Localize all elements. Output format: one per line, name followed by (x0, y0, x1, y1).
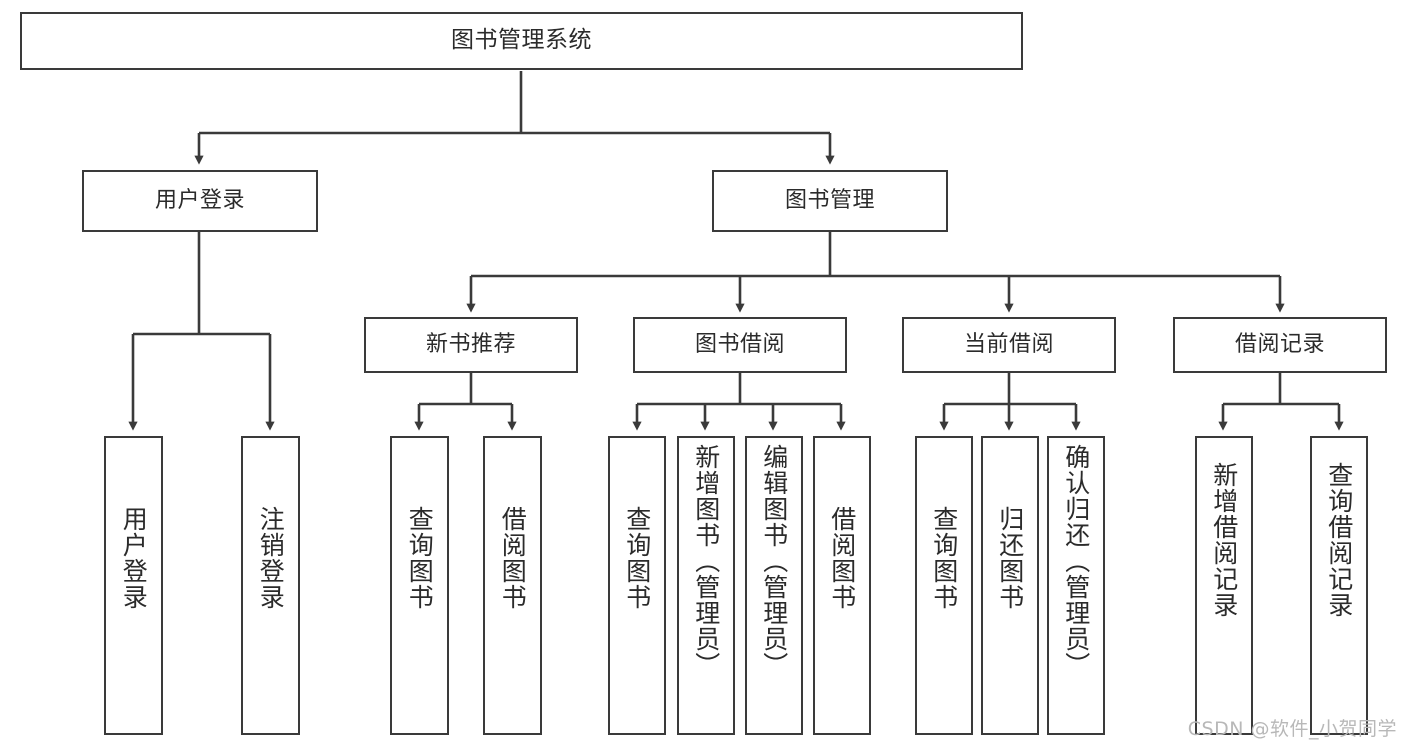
leaf-borrow-query-label: 查询图书 (622, 506, 652, 610)
leaf-borrow-edit-label: 编辑图书（管理员） (759, 444, 789, 678)
leaf-cur-return[interactable]: 归还图书 (981, 436, 1039, 735)
leaf-user-login[interactable]: 用户登录 (104, 436, 163, 735)
leaf-borrow-lend-label: 借阅图书 (827, 506, 857, 610)
node-borrow-record[interactable]: 借阅记录 (1173, 317, 1387, 373)
node-new-book-rec-label: 新书推荐 (425, 331, 516, 357)
node-book-borrow-label: 图书借阅 (694, 331, 785, 357)
node-user-login[interactable]: 用户登录 (82, 170, 318, 232)
leaf-rec-borrow[interactable]: 借阅图书 (483, 436, 542, 735)
node-new-book-rec[interactable]: 新书推荐 (364, 317, 578, 373)
leaf-borrow-add[interactable]: 新增图书（管理员） (677, 436, 735, 735)
node-book-manage[interactable]: 图书管理 (712, 170, 948, 232)
leaf-rec-query[interactable]: 查询图书 (390, 436, 449, 735)
watermark-csdn: CSDN @软件_小贺同学 (1187, 718, 1397, 740)
leaf-rec-query2-label: 查询借阅记录 (1324, 462, 1354, 618)
leaf-user-login-label: 用户登录 (119, 506, 149, 610)
leaf-user-logout[interactable]: 注销登录 (241, 436, 300, 735)
leaf-cur-confirm[interactable]: 确认归还（管理员） (1047, 436, 1105, 735)
node-current-borrow-label: 当前借阅 (963, 331, 1054, 357)
leaf-borrow-query[interactable]: 查询图书 (608, 436, 666, 735)
node-root-label: 图书管理系统 (451, 27, 592, 54)
leaf-rec-borrow-label: 借阅图书 (498, 506, 528, 610)
leaf-rec-add-label: 新增借阅记录 (1209, 462, 1239, 618)
leaf-rec-add[interactable]: 新增借阅记录 (1195, 436, 1253, 735)
node-current-borrow[interactable]: 当前借阅 (902, 317, 1116, 373)
leaf-rec-query2[interactable]: 查询借阅记录 (1310, 436, 1368, 735)
leaf-borrow-edit[interactable]: 编辑图书（管理员） (745, 436, 803, 735)
leaf-cur-query-label: 查询图书 (929, 506, 959, 610)
leaf-cur-query[interactable]: 查询图书 (915, 436, 973, 735)
leaf-rec-query-label: 查询图书 (405, 506, 435, 610)
node-borrow-record-label: 借阅记录 (1234, 331, 1325, 357)
node-user-login-label: 用户登录 (154, 187, 245, 213)
node-book-manage-label: 图书管理 (784, 187, 875, 213)
leaf-cur-confirm-label: 确认归还（管理员） (1061, 444, 1091, 678)
node-root[interactable]: 图书管理系统 (20, 12, 1023, 70)
leaf-borrow-lend[interactable]: 借阅图书 (813, 436, 871, 735)
leaf-borrow-add-label: 新增图书（管理员） (691, 444, 721, 678)
leaf-user-logout-label: 注销登录 (256, 506, 286, 610)
node-book-borrow[interactable]: 图书借阅 (633, 317, 847, 373)
leaf-cur-return-label: 归还图书 (995, 506, 1025, 610)
